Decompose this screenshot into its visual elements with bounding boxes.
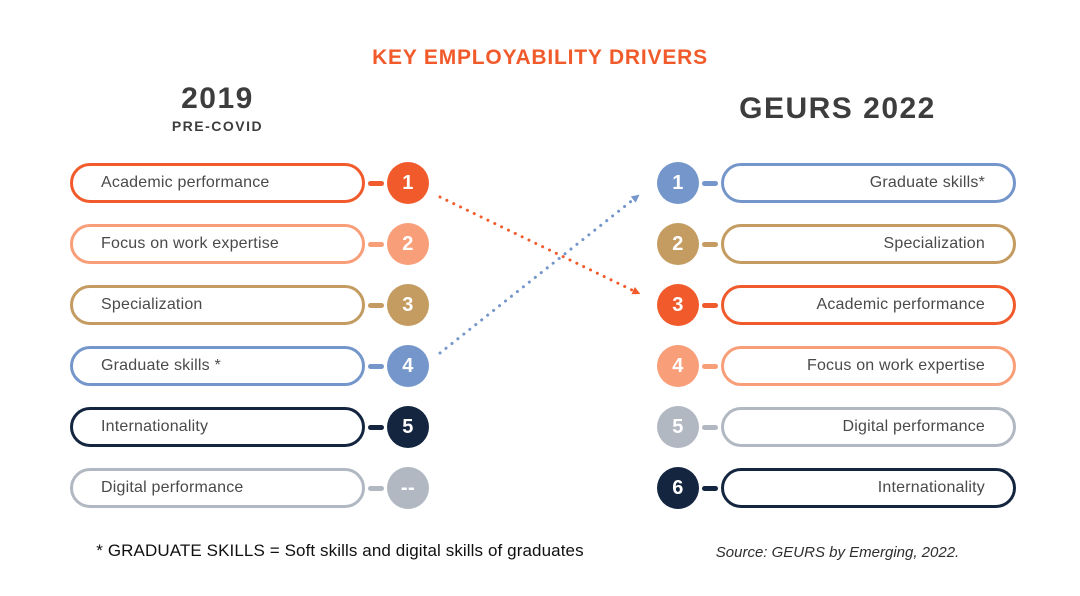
ranking-row: 5 Digital performance (657, 406, 1016, 448)
ranking-row: Academic performance 1 (70, 162, 429, 204)
driver-pill: Specialization (70, 285, 365, 325)
connector-dash (368, 241, 384, 247)
rank-badge: 2 (657, 223, 699, 265)
connector-dash (702, 485, 718, 491)
driver-pill: Digital performance (70, 468, 365, 508)
graduate-skills-footnote: * GRADUATE SKILLS = Soft skills and digi… (96, 541, 584, 560)
connector-dash (368, 424, 384, 430)
right-column-title: GEURS 2022 (739, 92, 936, 125)
rank-number: 3 (672, 293, 684, 316)
driver-label: Internationality (101, 418, 209, 435)
connector-academic-performance (438, 195, 641, 295)
driver-label: Focus on work expertise (806, 357, 985, 374)
connector-dash (702, 180, 718, 186)
rank-number: 6 (672, 476, 684, 499)
rank-badge: 1 (657, 162, 699, 204)
rank-badge: 3 (657, 284, 699, 326)
driver-pill: Academic performance (721, 285, 1016, 325)
connector-dash (368, 302, 384, 308)
right-column-header: GEURS 2022 (657, 92, 1018, 126)
rank-number: 4 (402, 354, 414, 377)
rank-number: 3 (402, 293, 414, 316)
driver-pill: Digital performance (721, 407, 1016, 447)
ranking-row: Digital performance -- (70, 467, 429, 509)
connector-dash (368, 180, 384, 186)
driver-pill: Graduate skills * (70, 346, 365, 386)
connector-dash (702, 241, 718, 247)
rank-badge: 5 (387, 406, 429, 448)
connector-dash (702, 302, 718, 308)
ranking-row: Focus on work expertise 2 (70, 223, 429, 265)
left-column-year: 2019 (181, 82, 254, 115)
page-title: KEY EMPLOYABILITY DRIVERS (372, 46, 708, 69)
rank-number: 1 (402, 171, 414, 194)
connector-dash (702, 363, 718, 369)
rank-badge: 2 (387, 223, 429, 265)
rank-badge: 5 (657, 406, 699, 448)
rank-badge: 3 (387, 284, 429, 326)
driver-label: Academic performance (101, 174, 270, 191)
rank-number: 4 (672, 354, 684, 377)
rank-number: 1 (672, 171, 684, 194)
driver-label: Specialization (883, 235, 985, 252)
connector-graduate-skills (438, 194, 640, 355)
rank-number: -- (400, 476, 416, 499)
driver-pill: Specialization (721, 224, 1016, 264)
ranking-row: Internationality 5 (70, 406, 429, 448)
left-ranking-list: Academic performance 1 Focus on work exp… (70, 162, 429, 509)
rank-number: 5 (672, 415, 684, 438)
driver-pill: Academic performance (70, 163, 365, 203)
ranking-row: 2 Specialization (657, 223, 1016, 265)
rank-badge: 4 (657, 345, 699, 387)
rank-badge: 4 (387, 345, 429, 387)
driver-pill: Focus on work expertise (70, 224, 365, 264)
rank-number: 2 (672, 232, 684, 255)
right-ranking-list: 1 Graduate skills* 2 Specialization 3 Ac… (657, 162, 1016, 509)
driver-label: Graduate skills* (869, 174, 985, 191)
driver-label: Specialization (101, 296, 203, 313)
ranking-row: 4 Focus on work expertise (657, 345, 1016, 387)
rank-number: 5 (402, 415, 414, 438)
driver-label: Academic performance (816, 296, 985, 313)
rank-badge: -- (387, 467, 429, 509)
rank-number: 2 (402, 232, 414, 255)
connector-dash (368, 363, 384, 369)
left-column-header: 2019 PRE-COVID (70, 82, 365, 134)
ranking-row: 3 Academic performance (657, 284, 1016, 326)
left-column-subheading: PRE-COVID (171, 118, 264, 134)
driver-pill: Focus on work expertise (721, 346, 1016, 386)
driver-label: Graduate skills * (101, 357, 221, 374)
rank-badge: 1 (387, 162, 429, 204)
driver-pill: Internationality (70, 407, 365, 447)
ranking-row: 1 Graduate skills* (657, 162, 1016, 204)
driver-label: Internationality (877, 479, 985, 496)
driver-label: Digital performance (842, 418, 985, 435)
driver-pill: Graduate skills* (721, 163, 1016, 203)
driver-label: Focus on work expertise (101, 235, 280, 252)
driver-label: Digital performance (101, 479, 244, 496)
driver-pill: Internationality (721, 468, 1016, 508)
source-attribution: Source: GEURS by Emerging, 2022. (715, 544, 960, 561)
ranking-row: Graduate skills * 4 (70, 345, 429, 387)
ranking-row: Specialization 3 (70, 284, 429, 326)
connector-dash (702, 424, 718, 430)
ranking-row: 6 Internationality (657, 467, 1016, 509)
rank-badge: 6 (657, 467, 699, 509)
connector-dash (368, 485, 384, 491)
